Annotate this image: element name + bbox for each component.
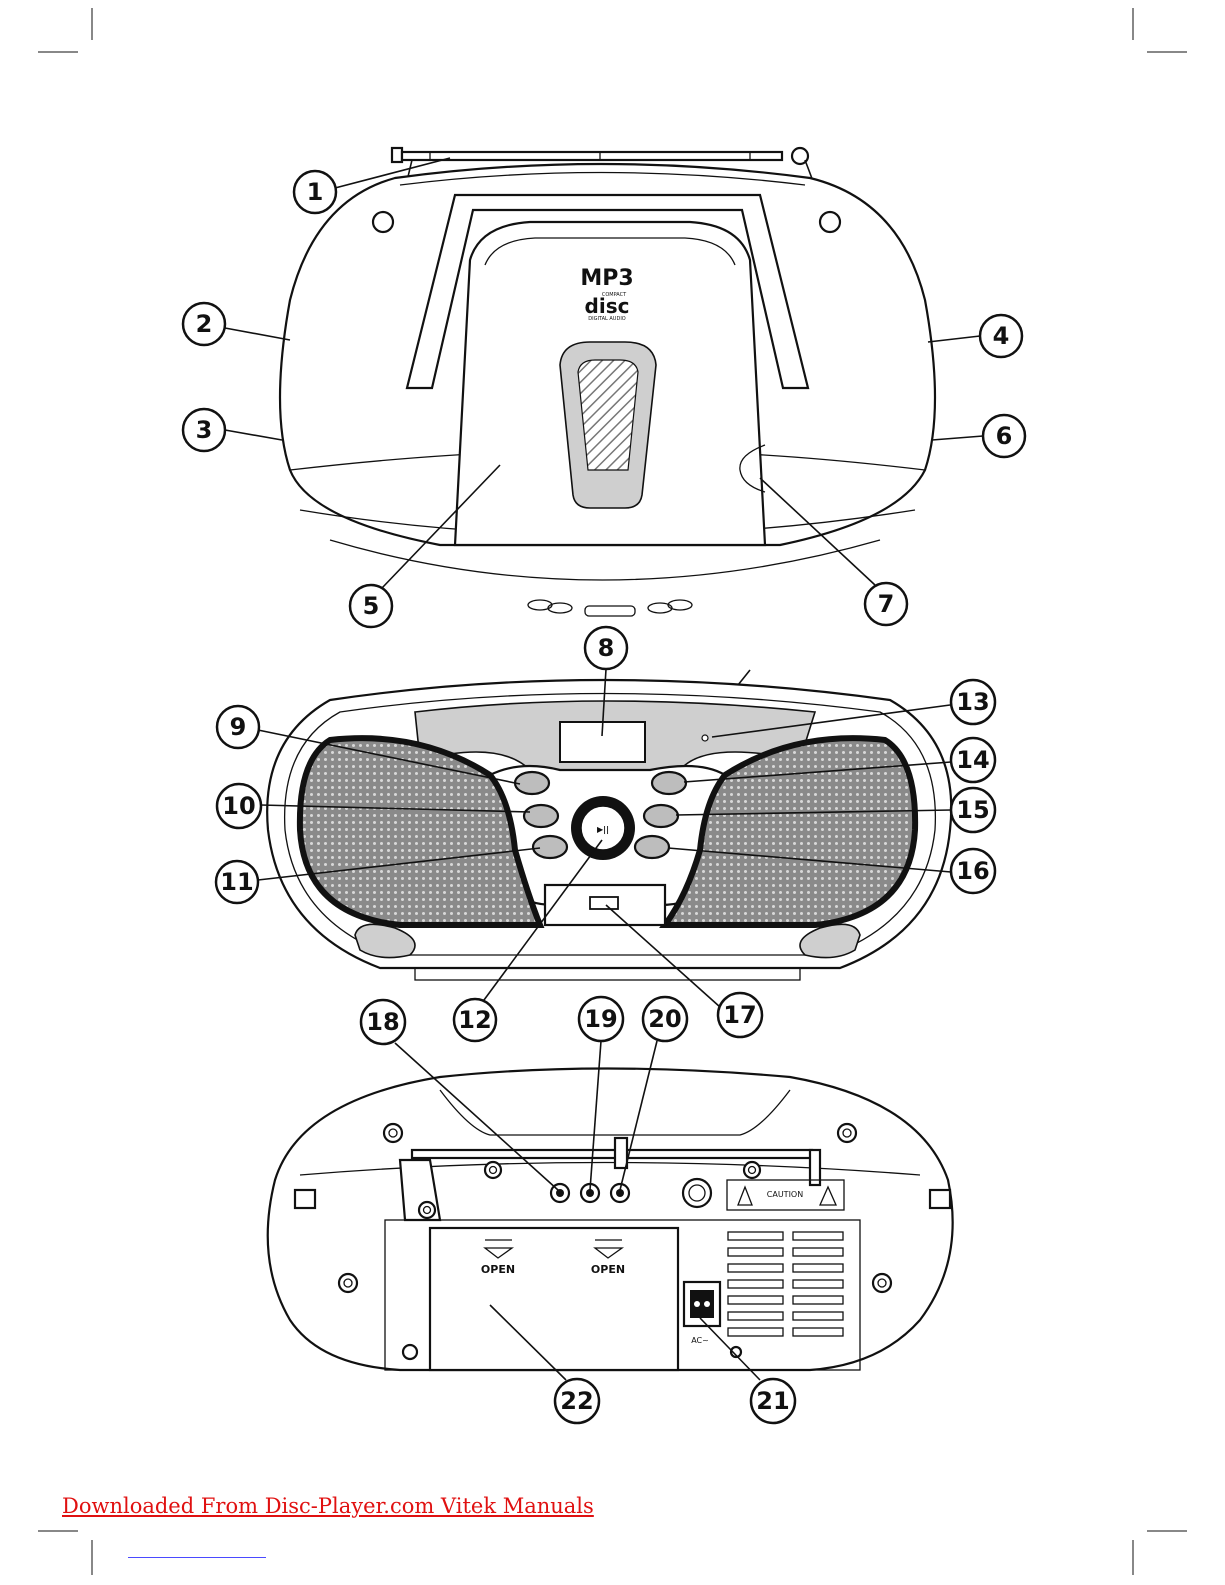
callout-20: 20	[643, 997, 687, 1041]
ac-label: AC~	[691, 1336, 709, 1345]
svg-text:22: 22	[560, 1387, 593, 1415]
skip-forward-button[interactable]	[533, 836, 567, 858]
footer-download-link[interactable]: Downloaded From Disc-Player.com Vitek Ma…	[62, 1494, 594, 1518]
play-pause-icon: ▶||	[597, 825, 609, 834]
callout-4: 4	[980, 315, 1022, 357]
callout-1: 1	[294, 171, 336, 213]
digital-audio-text: DIGITAL AUDIO	[588, 316, 626, 322]
svg-text:20: 20	[648, 1005, 681, 1033]
callout-12: 12	[454, 999, 496, 1041]
top-view: MP3 disc COMPACT DIGITAL AUDIO	[280, 148, 935, 616]
svg-text:2: 2	[196, 310, 213, 338]
svg-text:9: 9	[230, 713, 247, 741]
open-label-left: OPEN	[481, 1263, 515, 1276]
remote-sensor	[702, 735, 708, 741]
callout-9: 9	[217, 706, 259, 748]
callout-16: 16	[951, 849, 995, 893]
svg-text:12: 12	[458, 1006, 491, 1034]
callout-10: 10	[217, 784, 261, 828]
prog-button[interactable]	[644, 805, 678, 827]
svg-text:8: 8	[598, 634, 615, 662]
front-view: ▶||	[267, 670, 951, 980]
compact-logo-text: COMPACT	[602, 292, 627, 298]
callout-2: 2	[183, 303, 225, 345]
callout-14: 14	[951, 738, 995, 782]
svg-text:1: 1	[307, 178, 324, 206]
callout-6: 6	[983, 415, 1025, 457]
rear-view: CAUTION OPEN OPEN AC~	[268, 1069, 953, 1371]
right-top-knob	[820, 212, 840, 232]
callout-11: 11	[216, 861, 258, 903]
svg-text:3: 3	[196, 416, 213, 444]
svg-text:14: 14	[956, 746, 989, 774]
svg-text:15: 15	[956, 796, 989, 824]
stop-button[interactable]	[515, 772, 549, 794]
phones-jack	[683, 1179, 711, 1207]
svg-text:6: 6	[996, 422, 1013, 450]
callout-19: 19	[579, 997, 623, 1041]
footer-rule	[128, 1557, 266, 1558]
left-top-knob	[373, 212, 393, 232]
svg-text:4: 4	[993, 322, 1010, 350]
svg-text:21: 21	[756, 1387, 789, 1415]
skip-back-button[interactable]	[524, 805, 558, 827]
callout-8: 8	[585, 627, 627, 669]
callout-7: 7	[865, 583, 907, 625]
svg-text:13: 13	[956, 688, 989, 716]
open-label-right: OPEN	[591, 1263, 625, 1276]
svg-text:17: 17	[723, 1001, 756, 1029]
callout-5: 5	[350, 585, 392, 627]
callout-15: 15	[951, 788, 995, 832]
callout-13: 13	[951, 680, 995, 724]
svg-text:7: 7	[878, 590, 895, 618]
album-button[interactable]	[652, 772, 686, 794]
callout-21: 21	[751, 1379, 795, 1423]
svg-text:11: 11	[220, 868, 253, 896]
svg-text:10: 10	[222, 792, 255, 820]
svg-text:19: 19	[584, 1005, 617, 1033]
svg-text:5: 5	[363, 592, 380, 620]
mp3-logo: MP3	[580, 266, 633, 291]
callout-3: 3	[183, 409, 225, 451]
callout-18: 18	[361, 1000, 405, 1044]
callout-22: 22	[555, 1379, 599, 1423]
caution-label: CAUTION	[767, 1190, 803, 1199]
callout-17: 17	[718, 993, 762, 1037]
usb-port	[590, 897, 618, 909]
svg-text:18: 18	[366, 1008, 399, 1036]
battery-cover	[430, 1228, 678, 1370]
mode-button[interactable]	[635, 836, 669, 858]
svg-text:16: 16	[956, 857, 989, 885]
